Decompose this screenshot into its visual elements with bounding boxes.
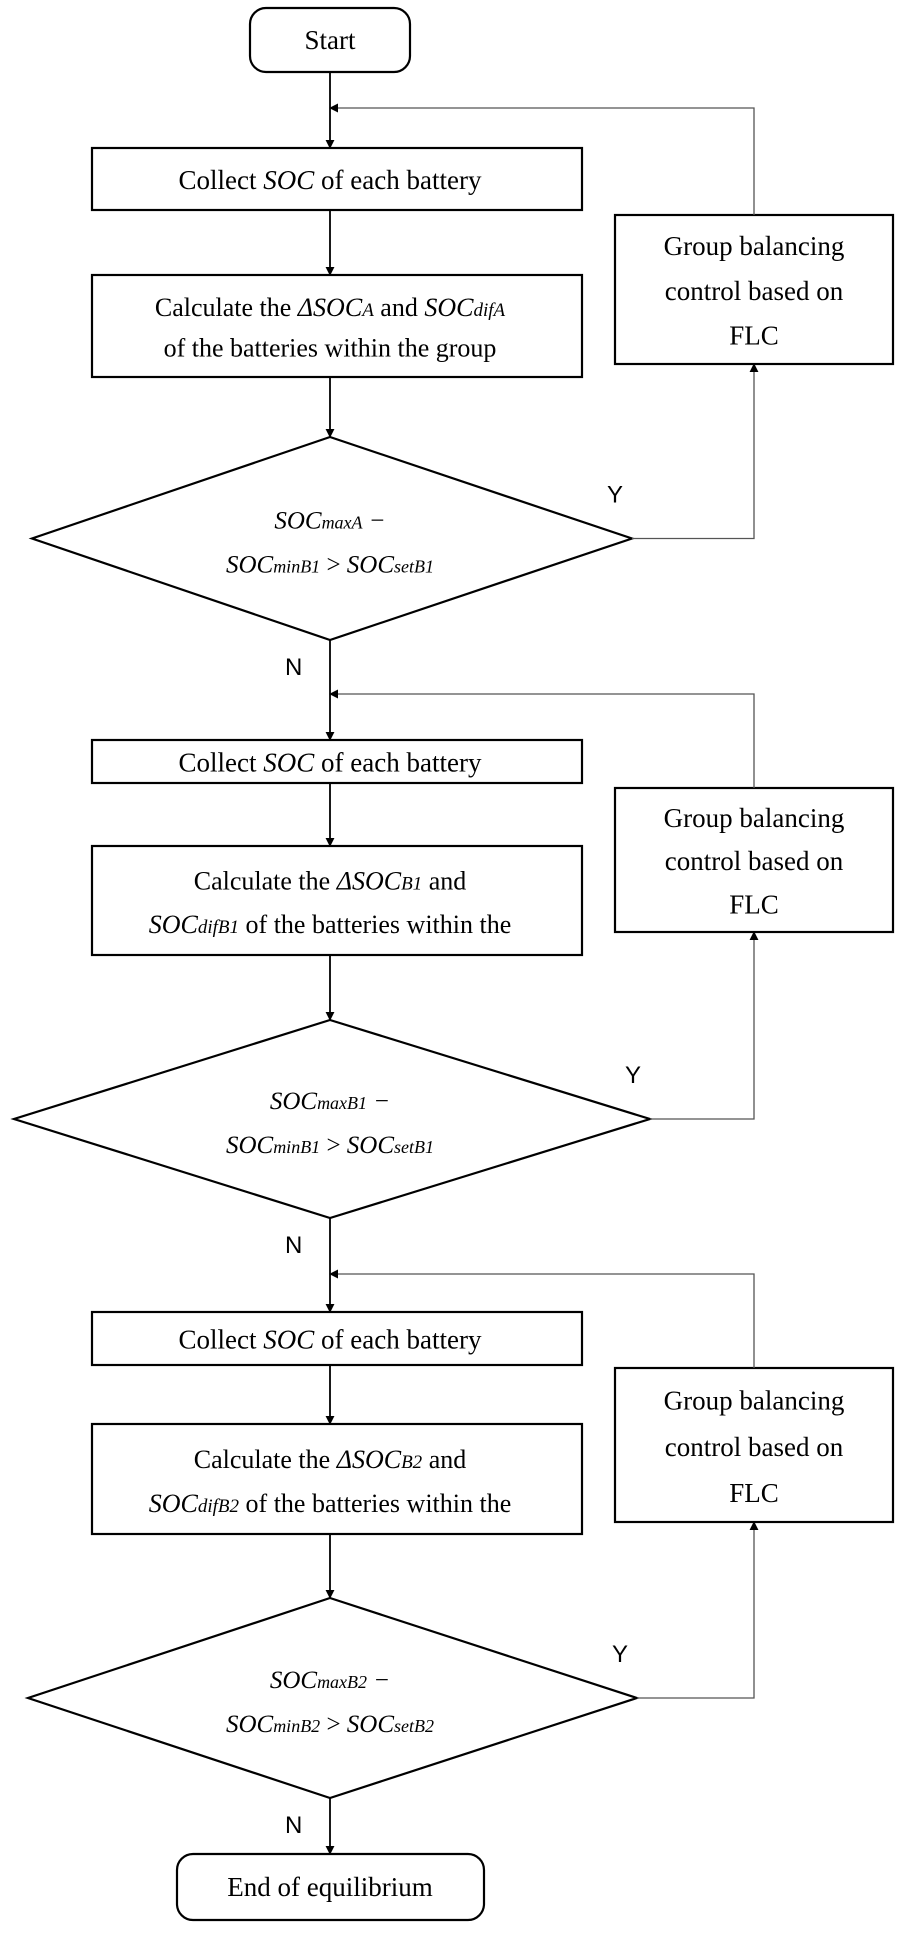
control-box-2 (613, 786, 895, 934)
decision-line2-2: SOCminB1 > SOCsetB1 (226, 1132, 434, 1159)
calc-line1-1: Calculate the ΔSOCA and SOCdifA (155, 293, 506, 322)
decision-line1-2: SOCmaxB1 − (270, 1088, 390, 1115)
calc-line1-2: Calculate the ΔSOCB1 and (194, 867, 466, 896)
end-label: End of equilibrium (227, 1872, 432, 1902)
yes-branch-1 (632, 363, 759, 540)
yes-branch-3 (637, 1521, 759, 1699)
no-label-1: N (285, 654, 302, 681)
decision-diamond-3 (24, 1596, 641, 1800)
yes-label-1: Y (607, 482, 623, 509)
control-line1-1: Group balancing (664, 231, 845, 261)
calc-line2-2: SOCdifB1 of the batteries within the (149, 910, 512, 939)
start-label: Start (305, 25, 356, 55)
control-line3-3: FLC (729, 1478, 779, 1508)
control-line1-2: Group balancing (664, 803, 845, 833)
calc-line2-1: of the batteries within the group (164, 334, 497, 363)
control-line2-2: control based on (665, 846, 844, 876)
collect-box-1 (90, 146, 584, 212)
control-line2-3: control based on (665, 1432, 844, 1462)
calc-box-1 (90, 273, 584, 379)
decision-line1-3: SOCmaxB2 − (270, 1667, 390, 1694)
calc-line2-3: SOCdifB2 of the batteries within the (149, 1489, 512, 1518)
collect-label-2: Collect SOC of each battery (179, 748, 482, 778)
collect-label-3: Collect SOC of each battery (179, 1325, 482, 1355)
no-label-2: N (285, 1232, 302, 1259)
calc-line1-3: Calculate the ΔSOCB2 and (194, 1445, 466, 1474)
feedback-arrow-1 (329, 103, 755, 215)
collect-box-2 (90, 738, 584, 785)
control-line1-3: Group balancing (664, 1386, 845, 1416)
decision-diamond-2 (10, 1018, 654, 1220)
yes-label-3: Y (612, 1641, 628, 1668)
collect-box-3 (90, 1310, 584, 1367)
feedback-arrow-3 (329, 1269, 755, 1368)
control-box-1 (613, 213, 895, 366)
feedback-arrow-2 (329, 689, 755, 788)
no-label-3: N (285, 1812, 302, 1839)
decision-line2-3: SOCminB2 > SOCsetB2 (226, 1711, 434, 1738)
yes-branch-2 (650, 931, 759, 1120)
calc-box-3 (90, 1422, 584, 1536)
decision-diamond-1 (28, 435, 636, 642)
decision-line2-1: SOCminB1 > SOCsetB1 (226, 552, 434, 579)
control-line3-1: FLC (729, 321, 779, 351)
collect-label-1: Collect SOC of each battery (179, 165, 482, 195)
control-box-3 (613, 1366, 895, 1524)
control-line2-1: control based on (665, 276, 844, 306)
decision-line1-1: SOCmaxA − (274, 508, 385, 535)
yes-label-2: Y (625, 1062, 641, 1089)
calc-box-2 (90, 844, 584, 957)
control-line3-2: FLC (729, 889, 779, 919)
